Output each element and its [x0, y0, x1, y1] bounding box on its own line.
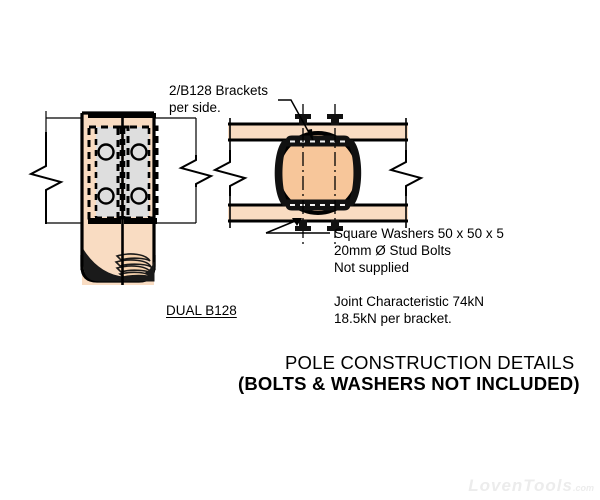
washer-lower-right [327, 226, 343, 231]
nut-lower-left [299, 220, 307, 227]
plan-break-symbol-left [212, 150, 248, 196]
plan-break-symbol-right [388, 150, 424, 196]
washers-note-line3: Not supplied [334, 260, 410, 275]
washer-upper-left [295, 114, 311, 119]
bolt-hole-top-left [97, 143, 115, 161]
brackets-note-line1: 2/B128 Brackets [169, 83, 269, 98]
leader-arrow-brackets [307, 129, 313, 140]
elevation-view-label: DUAL B128 [166, 303, 237, 318]
nut-upper-right [331, 118, 339, 125]
watermark-name: LovenTools [468, 476, 573, 495]
bolt-hole-top-right [130, 143, 148, 161]
left-break-symbol [28, 132, 64, 224]
leader-lines [278, 99, 314, 141]
leader-arrow-washers [292, 218, 302, 226]
joint-note-line2: 18.5kN per bracket. [334, 311, 452, 326]
right-break-symbol-elevation [178, 155, 214, 187]
brackets-note-line2: per side. [169, 100, 221, 115]
watermark-suffix: .com [572, 483, 594, 493]
bolt-assembly-lower [295, 220, 343, 231]
title-line1: POLE CONSTRUCTION DETAILS [285, 352, 575, 373]
right-plan-section-view [212, 104, 424, 244]
bolt-hole-bottom-left [97, 187, 115, 205]
nut-lower-right [331, 220, 339, 227]
washers-note-line1: Square Washers 50 x 50 x 5 [334, 226, 504, 241]
left-side-elevation-view [28, 111, 214, 285]
bracket-inner-hidden-lines [94, 128, 151, 217]
plan-extension-lines [229, 118, 407, 228]
bracket-straps [274, 135, 362, 211]
watermark: LovenTools.com [468, 476, 594, 496]
washer-upper-right [327, 114, 343, 119]
washer-lower-left [295, 226, 311, 231]
pole-spiral-interior [114, 253, 153, 279]
joint-note-line1: Joint Characteristic 74kN [334, 294, 485, 309]
washers-note-line2: 20mm Ø Stud Bolts [334, 243, 452, 258]
bracket-flanges [88, 113, 157, 224]
bolt-hole-bottom-right [130, 187, 148, 205]
bolt-holes [97, 143, 148, 205]
title-line2: (BOLTS & WASHERS NOT INCLUDED) [238, 373, 580, 394]
